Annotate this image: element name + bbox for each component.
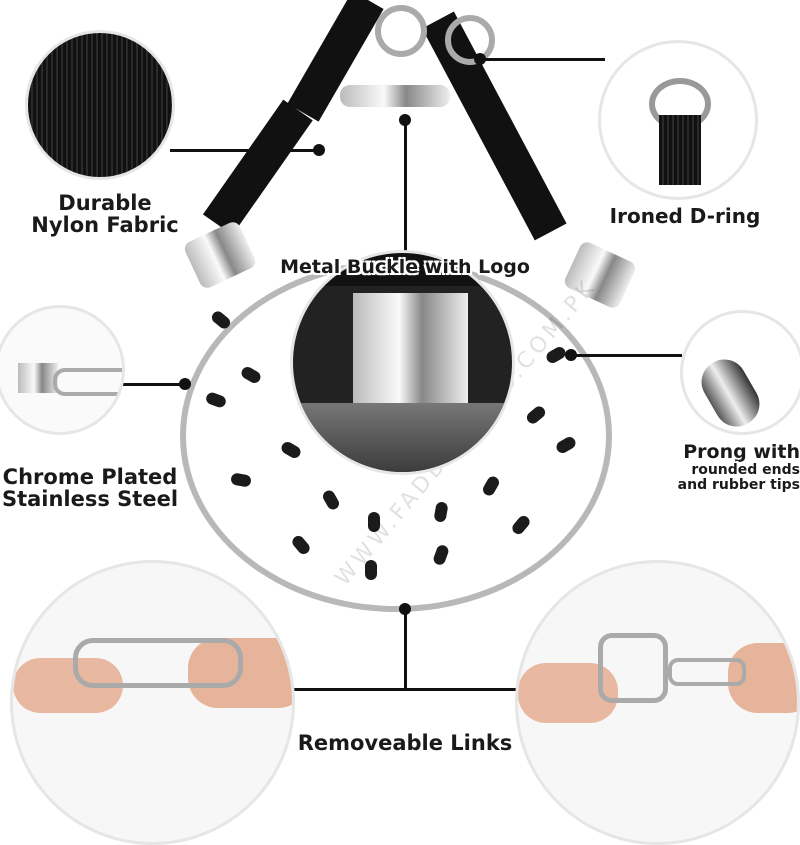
connector-dot bbox=[179, 378, 191, 390]
connector-links-horizontal bbox=[285, 688, 525, 691]
label-line: Durable bbox=[58, 191, 152, 215]
prong-tip-closeup bbox=[680, 310, 800, 435]
plate-left bbox=[182, 219, 258, 291]
label-line: Chrome Plated bbox=[2, 465, 178, 489]
d-ring-top bbox=[375, 5, 427, 57]
chrome-steel-closeup bbox=[0, 305, 125, 435]
d-ring-closeup bbox=[598, 40, 758, 200]
chain-link bbox=[73, 638, 243, 688]
rubber-tip bbox=[368, 512, 380, 532]
d-ring-strap bbox=[659, 115, 701, 185]
nylon-strap-left-lower bbox=[202, 99, 313, 236]
swivel-clasp bbox=[340, 85, 450, 107]
label-metal-buckle: Metal Buckle with Logo bbox=[280, 256, 530, 278]
chain-hook bbox=[668, 658, 746, 686]
label-prong: Prong with rounded ends and rubber tips bbox=[660, 441, 800, 493]
label-line: Stainless Steel bbox=[1, 487, 179, 512]
connector-links-vertical bbox=[404, 608, 407, 690]
label-line: rounded ends bbox=[691, 461, 800, 478]
connector-dot bbox=[474, 53, 486, 65]
removeable-links-left-photo bbox=[10, 560, 295, 845]
connector-prong bbox=[570, 354, 682, 357]
steel-plate bbox=[18, 363, 58, 393]
connector-dot bbox=[313, 144, 325, 156]
label-line: Nylon Fabric bbox=[31, 213, 179, 238]
connector-dot bbox=[565, 349, 577, 361]
nylon-strap-right bbox=[422, 11, 567, 241]
nylon-fabric-closeup bbox=[25, 30, 175, 180]
connector-chrome bbox=[120, 383, 185, 386]
connector-dring bbox=[480, 58, 605, 61]
connector-buckle bbox=[404, 118, 407, 258]
chain-link bbox=[598, 633, 668, 703]
prong-rod bbox=[693, 351, 768, 432]
label-dring: Ironed D-ring bbox=[609, 204, 761, 228]
metal-buckle bbox=[353, 293, 468, 413]
connector-dot bbox=[399, 114, 411, 126]
removeable-links-right-photo bbox=[515, 560, 800, 845]
label-line: and rubber tips bbox=[677, 476, 800, 493]
label-nylon-fabric: Durable Nylon Fabric bbox=[20, 192, 190, 236]
buckle-closeup bbox=[290, 250, 515, 475]
connector-nylon bbox=[170, 149, 320, 152]
steel-link bbox=[53, 368, 122, 396]
label-chrome-steel: Chrome Plated Stainless Steel bbox=[0, 466, 180, 510]
connector-dot bbox=[399, 603, 411, 615]
buckle-reflection bbox=[293, 403, 512, 472]
d-ring-top-2 bbox=[445, 15, 495, 65]
label-line: Prong with bbox=[683, 441, 800, 463]
rubber-tip bbox=[365, 560, 377, 580]
label-removeable-links: Removeable Links bbox=[297, 731, 513, 755]
